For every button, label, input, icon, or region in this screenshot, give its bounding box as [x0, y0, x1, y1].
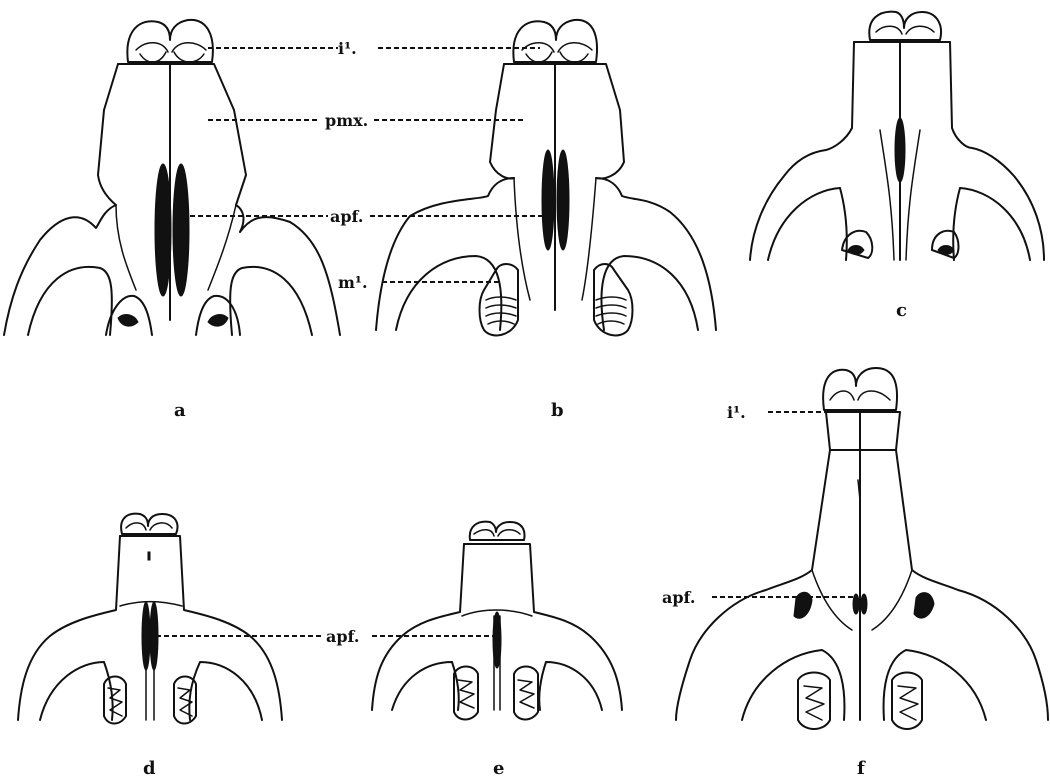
molar-f-left	[798, 673, 830, 730]
skull-b	[376, 20, 716, 336]
panel-letter-a: a	[174, 400, 186, 421]
label-apf-top: apf.	[330, 207, 363, 226]
panel-letter-d: d	[143, 758, 156, 779]
skull-d	[18, 514, 282, 724]
molar-f-right	[892, 673, 922, 730]
molar-b-left	[480, 264, 519, 335]
molar-b-right	[594, 264, 633, 335]
panel-letter-e: e	[493, 758, 504, 779]
skull-a	[4, 20, 340, 335]
label-apf-de: apf.	[326, 627, 359, 646]
molar-e-right	[514, 667, 538, 720]
panel-letter-b: b	[551, 400, 564, 421]
skull-f	[676, 368, 1048, 729]
panel-letter-c: c	[896, 300, 907, 321]
label-apf-f: apf.	[662, 588, 695, 607]
skull-e	[372, 522, 622, 720]
leader-lines	[156, 48, 858, 636]
skull-c	[750, 12, 1044, 260]
label-i1-top: i¹.	[338, 39, 357, 58]
label-m1: m¹.	[338, 273, 368, 292]
label-i1-f: i¹.	[727, 403, 746, 422]
panel-letter-f: f	[857, 758, 866, 779]
label-pmx: pmx.	[325, 111, 368, 130]
molar-d-left	[104, 677, 126, 724]
